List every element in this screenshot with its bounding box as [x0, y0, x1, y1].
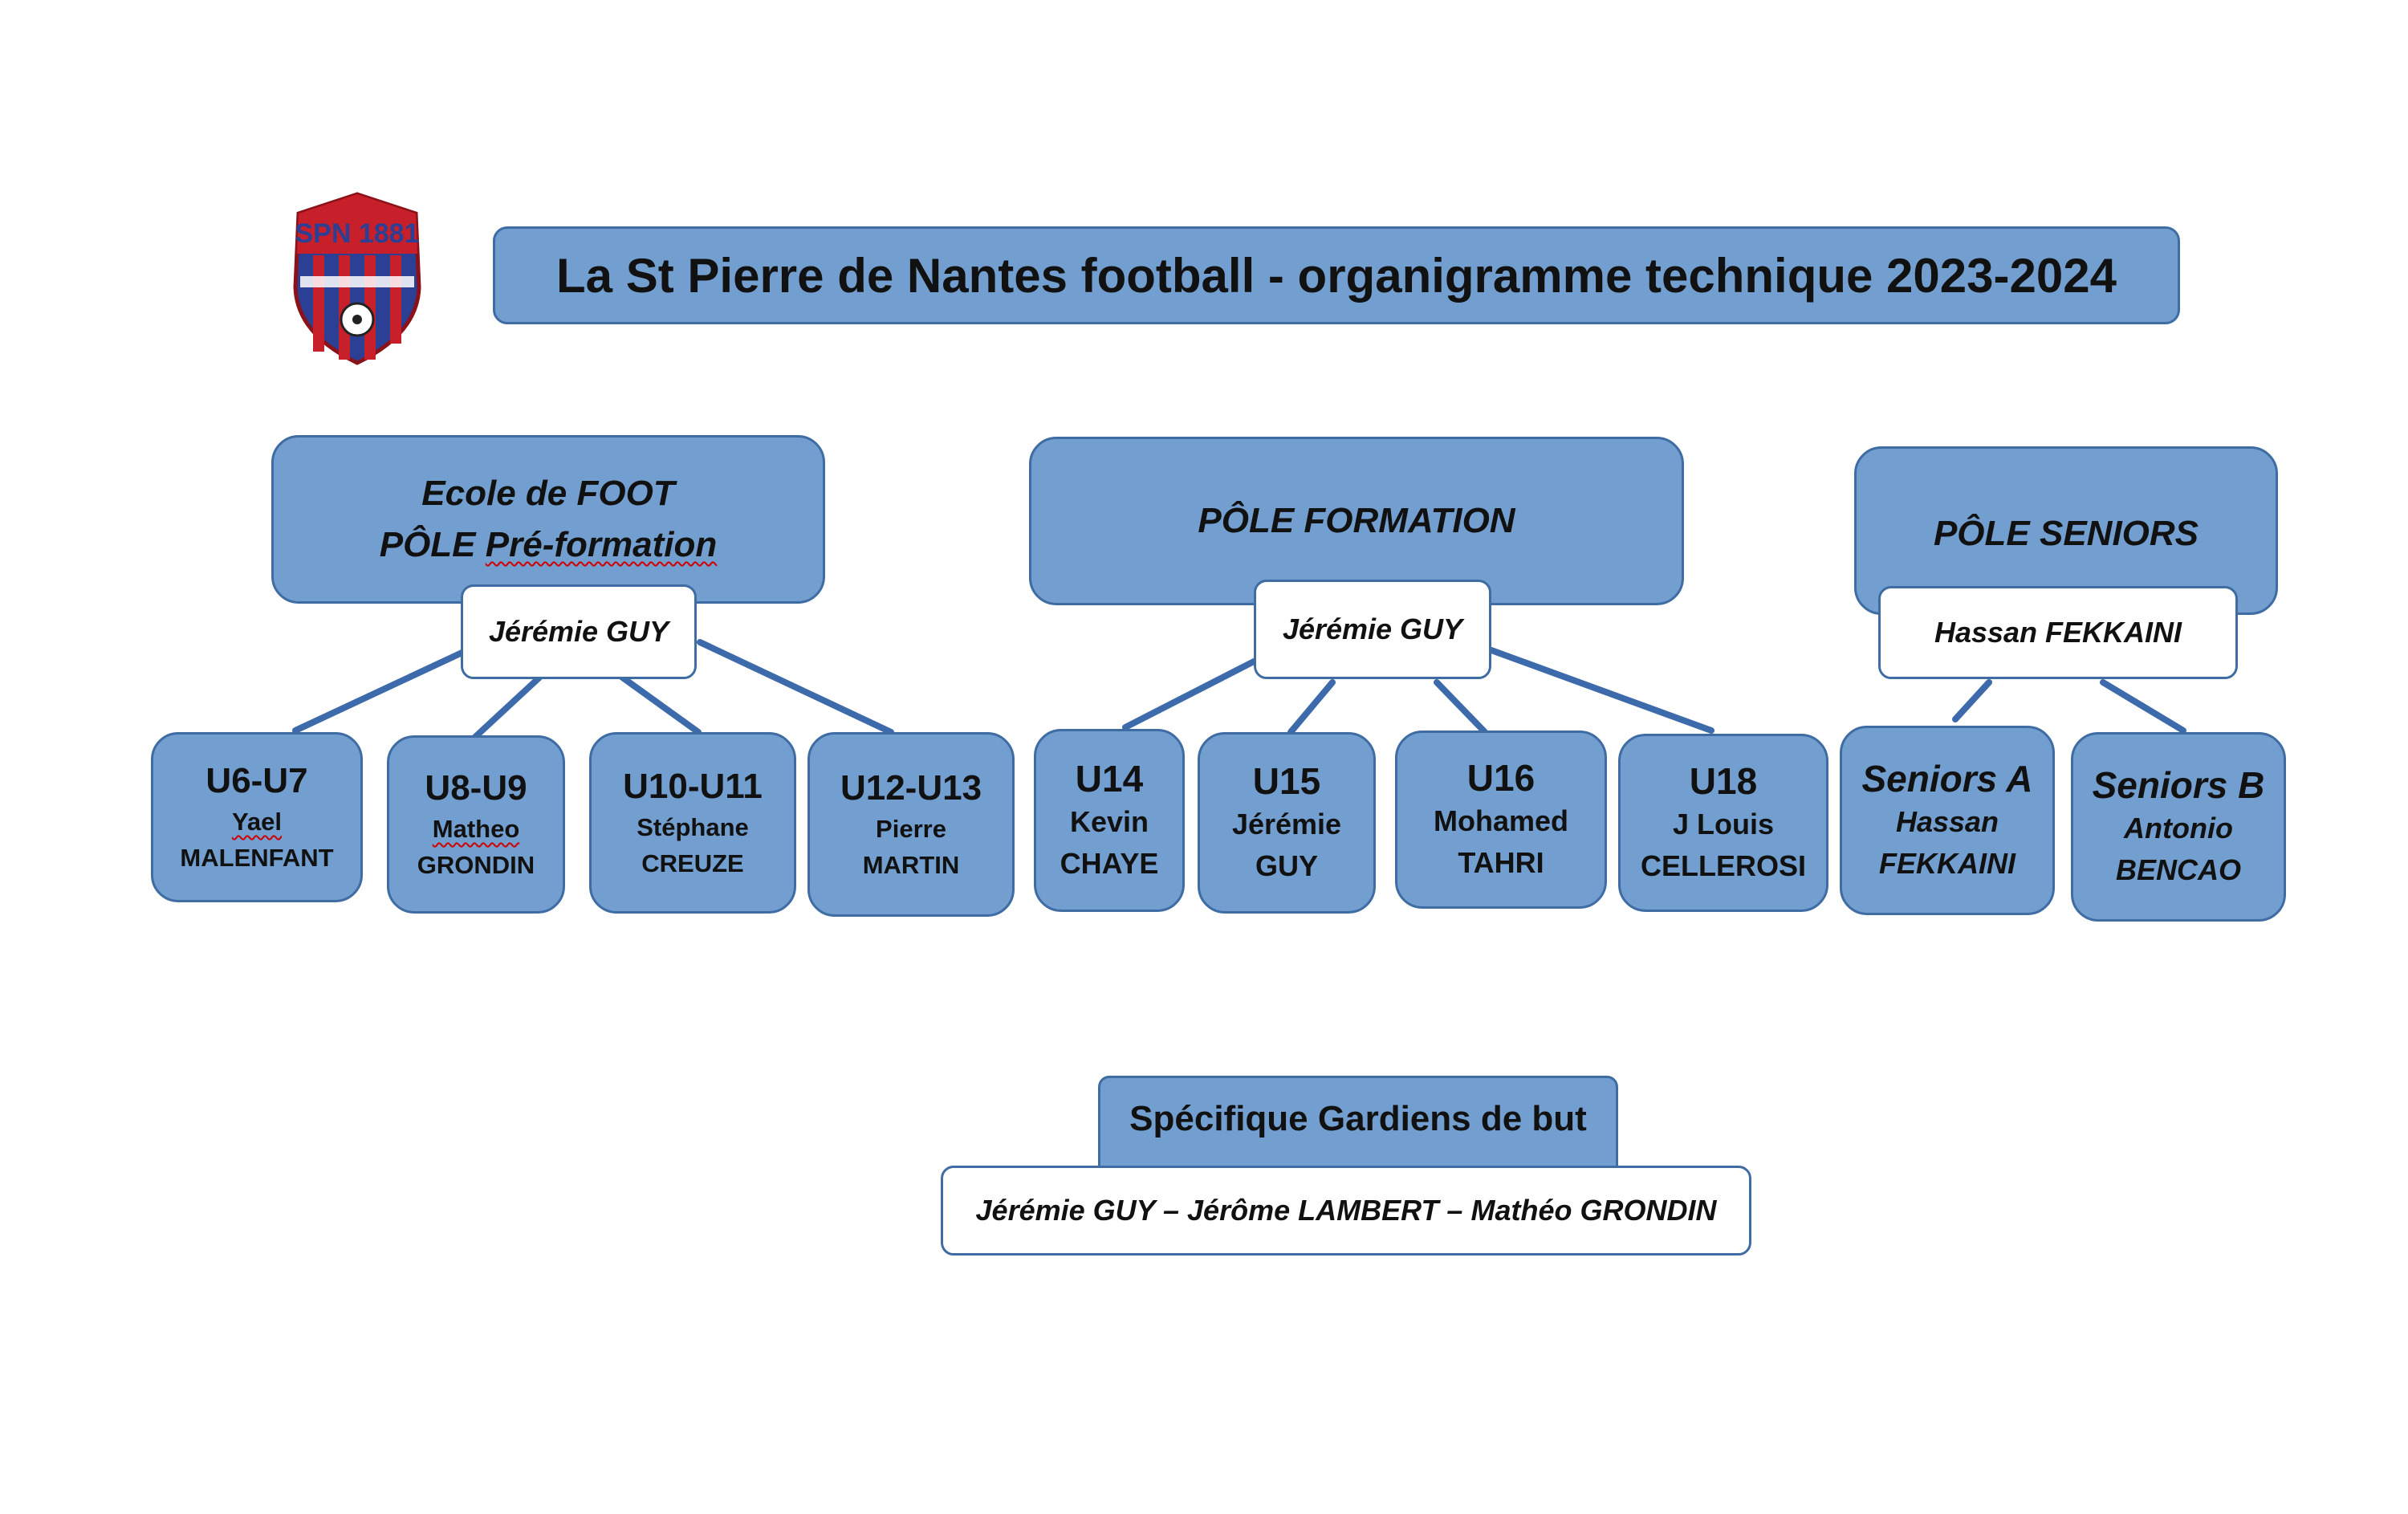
- team-box: U12-U13 Pierre MARTIN: [807, 732, 1015, 917]
- pole-formation-box: PÔLE FORMATION: [1029, 437, 1684, 605]
- team-box: U10-U11 Stéphane CREUZE: [589, 732, 796, 914]
- pole-preformation-line2: PÔLE Pré-formation: [379, 525, 718, 564]
- team-box: U6-U7 Yael MALENFANT: [151, 732, 363, 902]
- coach-first-name: Kevin: [1069, 805, 1149, 838]
- logo-text: SPN 1881: [295, 218, 420, 249]
- coach-last-name: CELLEROSI: [1640, 849, 1806, 882]
- connector-line: [292, 647, 470, 734]
- connector-line: [615, 671, 702, 735]
- pole-preformation-lead: Jérémie GUY: [461, 584, 697, 679]
- page-title: La St Pierre de Nantes football - organi…: [493, 226, 2180, 324]
- coach-first-name: Matheo: [432, 815, 520, 843]
- club-crest-icon: SPN 1881: [293, 192, 421, 365]
- coach-first-name: J Louis: [1672, 808, 1775, 840]
- team-box: Seniors B Antonio BENCAO: [2071, 732, 2286, 922]
- coach-first-name: Pierre: [876, 815, 946, 843]
- connector-line: [2100, 679, 2186, 734]
- team-category: U8-U9: [425, 768, 527, 808]
- connector-line: [1122, 657, 1260, 731]
- connector-line: [1488, 647, 1714, 734]
- coach-first-name: Mohamed: [1433, 804, 1568, 837]
- goalkeepers-title-box: Spécifique Gardiens de but: [1098, 1076, 1618, 1180]
- connector-line: [1434, 679, 1488, 735]
- coach-last-name: TAHRI: [1458, 846, 1544, 879]
- coach-last-name: CREUZE: [641, 849, 744, 877]
- coach-last-name: BENCAO: [2115, 853, 2241, 886]
- connector-line: [472, 674, 543, 740]
- coach-last-name: MARTIN: [862, 851, 960, 879]
- pole-preformation-box: Ecole de FOOT PÔLE Pré-formation: [271, 435, 825, 604]
- coach-first-name: Jérémie: [1231, 808, 1342, 840]
- coach-last-name: GRONDIN: [417, 851, 535, 879]
- team-category: U6-U7: [205, 761, 308, 800]
- goalkeepers-coaches-box: Jérémie GUY – Jérôme LAMBERT – Mathéo GR…: [941, 1166, 1751, 1256]
- team-box: U15 Jérémie GUY: [1198, 732, 1376, 914]
- page-title-text: La St Pierre de Nantes football - organi…: [556, 248, 2117, 303]
- team-category: U18: [1689, 760, 1758, 802]
- goalkeepers-title: Spécifique Gardiens de but: [1129, 1099, 1587, 1138]
- pole-preformation-line1: Ecole de FOOT: [421, 474, 675, 513]
- lead-name: Jérémie GUY: [488, 615, 669, 648]
- coach-first-name: Antonio: [2124, 812, 2233, 845]
- connector-line: [697, 639, 894, 735]
- team-category: Seniors A: [1861, 758, 2033, 800]
- team-box: U8-U9 Matheo GRONDIN: [387, 735, 565, 914]
- team-category: Seniors B: [2092, 764, 2265, 806]
- coach-first-name: Stéphane: [637, 813, 749, 841]
- team-box: Seniors A Hassan FEKKAINI: [1840, 726, 2055, 915]
- lead-name: Jérémie GUY: [1282, 613, 1463, 645]
- team-box: U14 Kevin CHAYE: [1034, 729, 1185, 912]
- connector-line: [1287, 679, 1336, 735]
- pole-seniors-lead: Hassan FEKKAINI: [1878, 586, 2238, 679]
- team-category: U10-U11: [623, 767, 763, 806]
- pole-seniors-name: PÔLE SENIORS: [1933, 514, 2199, 553]
- coach-first-name: Yael: [231, 808, 283, 836]
- coach-last-name: FEKKAINI: [1879, 847, 2015, 880]
- team-box: U16 Mohamed TAHRI: [1395, 731, 1607, 909]
- coach-first-name: Hassan: [1895, 805, 1999, 838]
- team-category: U16: [1466, 757, 1536, 799]
- team-category: U15: [1252, 760, 1321, 802]
- club-logo: SPN 1881: [289, 191, 425, 366]
- team-box: U18 J Louis CELLEROSI: [1618, 734, 1828, 912]
- team-category: U14: [1075, 758, 1144, 800]
- pole-formation-lead: Jérémie GUY: [1254, 580, 1491, 679]
- goalkeepers-coaches: Jérémie GUY – Jérôme LAMBERT – Mathéo GR…: [975, 1194, 1717, 1227]
- lead-name: Hassan FEKKAINI: [1934, 616, 2182, 649]
- coach-last-name: GUY: [1255, 849, 1318, 882]
- pole-formation-name: PÔLE FORMATION: [1198, 501, 1515, 540]
- team-category: U12-U13: [840, 768, 982, 808]
- connector-line: [1952, 679, 1992, 722]
- coach-last-name: MALENFANT: [180, 844, 334, 872]
- coach-last-name: CHAYE: [1060, 847, 1159, 880]
